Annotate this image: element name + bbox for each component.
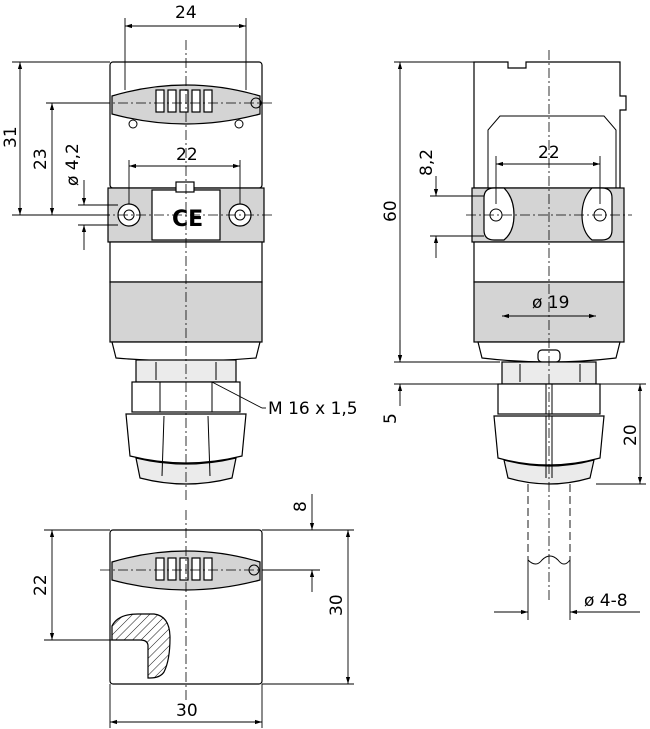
front-gland-dome (135, 457, 237, 485)
thread-callout: M 16 x 1,5 (268, 399, 358, 419)
ce-mark: CE (172, 207, 203, 232)
bottom-dimensions: 8 22 30 30 (31, 494, 354, 728)
dim-front-width: 24 (175, 3, 197, 23)
dim-bottom-right-height: 30 (327, 594, 347, 616)
front-plate-tab (175, 181, 195, 193)
side-view (466, 50, 632, 600)
dim-side-hole-spacing: 22 (538, 143, 560, 163)
side-dimensions: 60 8,2 22 ø 19 5 20 ø 4-8 (381, 61, 646, 620)
bottom-section-cut (111, 613, 171, 679)
front-view: CE (100, 40, 272, 500)
side-hole-right (581, 187, 613, 241)
dim-bottom-width: 30 (176, 701, 198, 721)
front-screw-left (128, 119, 138, 129)
front-screw-right (234, 119, 244, 129)
dim-side-diameter: ø 19 (532, 293, 569, 313)
side-cutout (487, 115, 617, 188)
bottom-view (100, 510, 272, 700)
cable-break (527, 555, 571, 565)
bottom-grip-ribs (155, 557, 213, 581)
front-dimensions: 24 31 23 ø 4,2 22 M 16 x 1,5 (1, 3, 358, 419)
dim-bottom-left-height: 22 (31, 574, 51, 596)
side-top-cap (473, 61, 627, 189)
dim-side-height: 60 (381, 200, 401, 222)
dim-front-height: 31 (1, 126, 21, 148)
dim-front-hole-diameter: ø 4,2 (63, 143, 83, 186)
dim-side-slot: 8,2 (417, 149, 437, 176)
side-hole-left (483, 187, 515, 241)
dim-front-hole-spacing: 22 (176, 145, 198, 165)
dim-side-gland-height: 20 (621, 424, 641, 446)
dim-cable-diameter: ø 4-8 (584, 591, 628, 611)
front-grip-ribs (155, 89, 213, 113)
dim-side-gap: 5 (381, 413, 401, 424)
dim-front-hole-height: 23 (31, 148, 51, 170)
dim-bottom-offset: 8 (291, 501, 311, 512)
